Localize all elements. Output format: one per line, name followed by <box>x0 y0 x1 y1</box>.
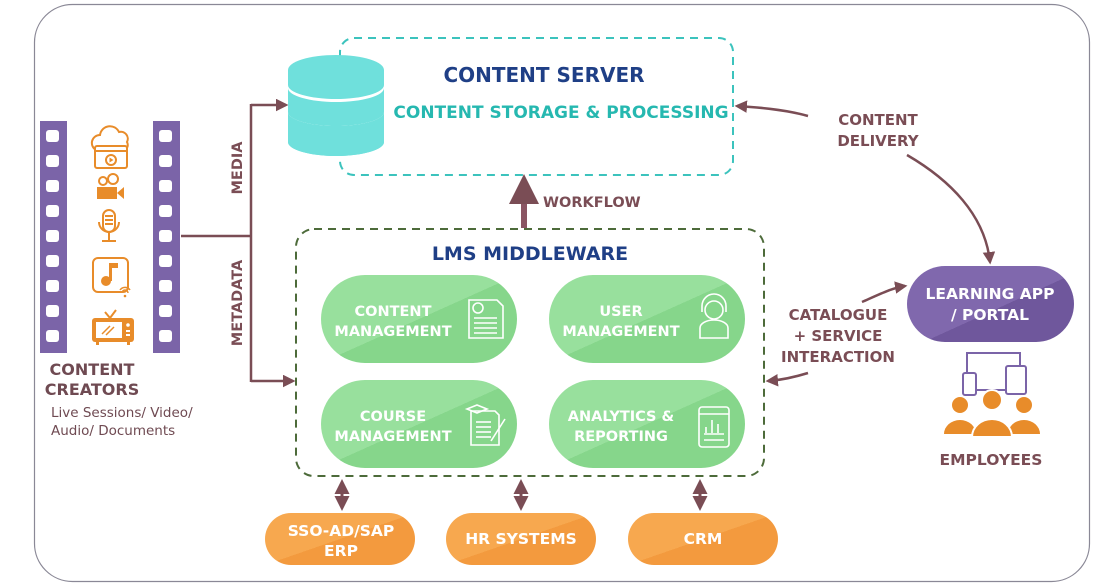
lms-middleware-title: LMS MIDDLEWARE <box>432 243 628 265</box>
content-creators-title-1: CONTENT <box>50 360 135 379</box>
lms-middleware-box <box>295 228 765 477</box>
integration-node-0[interactable]: SSO-AD/SAP ERP <box>265 513 415 565</box>
film-perforation <box>159 205 172 217</box>
content-delivery-arrow-to-server <box>734 100 809 118</box>
catalogue-label-1: CATALOGUE <box>789 306 888 324</box>
module-label-2: MANAGEMENT <box>334 429 451 445</box>
module-management-2[interactable]: COURSE MANAGEMENT <box>321 380 517 468</box>
module-label-2: MANAGEMENT <box>334 324 451 340</box>
film-perforation <box>159 155 172 167</box>
film-perforation <box>46 180 59 192</box>
integration-node-2[interactable]: CRM <box>628 513 778 565</box>
employees-label: EMPLOYEES <box>940 451 1043 469</box>
module-label-1: USER <box>599 304 642 320</box>
report-chart-icon <box>698 406 730 448</box>
user-headset-icon <box>699 293 729 339</box>
catalogue-label-3: INTERACTION <box>781 348 895 366</box>
metadata-label: METADATA <box>230 259 246 346</box>
film-perforation <box>46 230 59 242</box>
film-perforation <box>159 305 172 317</box>
diagram-frame <box>33 3 1091 583</box>
content-delivery-label-2: DELIVERY <box>837 132 919 150</box>
portal-label-1: LEARNING APP <box>926 285 1055 303</box>
module-management-0[interactable]: CONTENT MANAGEMENT <box>321 275 517 363</box>
film-perforation <box>46 280 59 292</box>
integration-label: CRM <box>684 530 723 548</box>
film-perforation <box>46 305 59 317</box>
film-perforation <box>46 205 59 217</box>
music-note-icon <box>92 257 131 298</box>
integration-label-2: ERP <box>324 542 358 560</box>
integration-node-1[interactable]: HR SYSTEMS <box>446 513 596 565</box>
devices-icon <box>962 352 1027 396</box>
film-perforation <box>159 255 172 267</box>
module-reporting-3[interactable]: ANALYTICS & REPORTING <box>549 380 745 468</box>
integration-label: HR SYSTEMS <box>465 530 577 548</box>
module-label-1: ANALYTICS & <box>568 409 675 425</box>
content-server-subtitle: CONTENT STORAGE & PROCESSING <box>393 103 728 123</box>
module-label-1: CONTENT <box>355 304 432 320</box>
learning-portal-node <box>907 266 1074 342</box>
film-perforation <box>46 155 59 167</box>
employees-icon <box>944 389 1040 438</box>
film-perforation <box>46 255 59 267</box>
content-delivery-label-1: CONTENT <box>838 111 918 129</box>
module-management-1[interactable]: USER MANAGEMENT <box>549 275 745 363</box>
content-server-title: CONTENT SERVER <box>443 63 644 87</box>
content-delivery-arrow-to-portal <box>906 153 996 265</box>
film-perforation <box>159 130 172 142</box>
catalogue-label-2: + SERVICE <box>794 327 883 345</box>
film-perforation <box>159 180 172 192</box>
media-metadata-connector <box>181 98 296 388</box>
content-creators-sub-2: Audio/ Documents <box>51 423 175 439</box>
workflow-label: WORKFLOW <box>543 195 641 211</box>
integration-label-1: SSO-AD/SAP <box>288 522 395 540</box>
film-perforation <box>159 330 172 342</box>
module-label-2: MANAGEMENT <box>562 324 679 340</box>
film-perforation <box>159 280 172 292</box>
film-perforation <box>46 130 59 142</box>
catalogue-arrow-to-portal <box>861 281 908 304</box>
database-icon <box>288 55 384 156</box>
document-gear-icon <box>468 299 504 339</box>
television-icon <box>92 309 134 345</box>
video-camera-icon <box>97 173 124 199</box>
catalogue-arrow-to-middleware <box>765 371 809 387</box>
portal-label-2: / PORTAL <box>951 306 1029 324</box>
document-pencil-icon <box>464 404 506 446</box>
content-creators-sub-1: Live Sessions/ Video/ <box>51 405 193 421</box>
module-label-2: REPORTING <box>574 429 668 445</box>
film-perforation <box>159 230 172 242</box>
cloud-video-icon <box>90 125 129 169</box>
film-perforation <box>46 330 59 342</box>
content-creators-title-2: CREATORS <box>45 380 140 399</box>
media-label: MEDIA <box>230 141 246 195</box>
module-label-1: COURSE <box>360 409 426 425</box>
microphone-icon <box>98 209 120 242</box>
